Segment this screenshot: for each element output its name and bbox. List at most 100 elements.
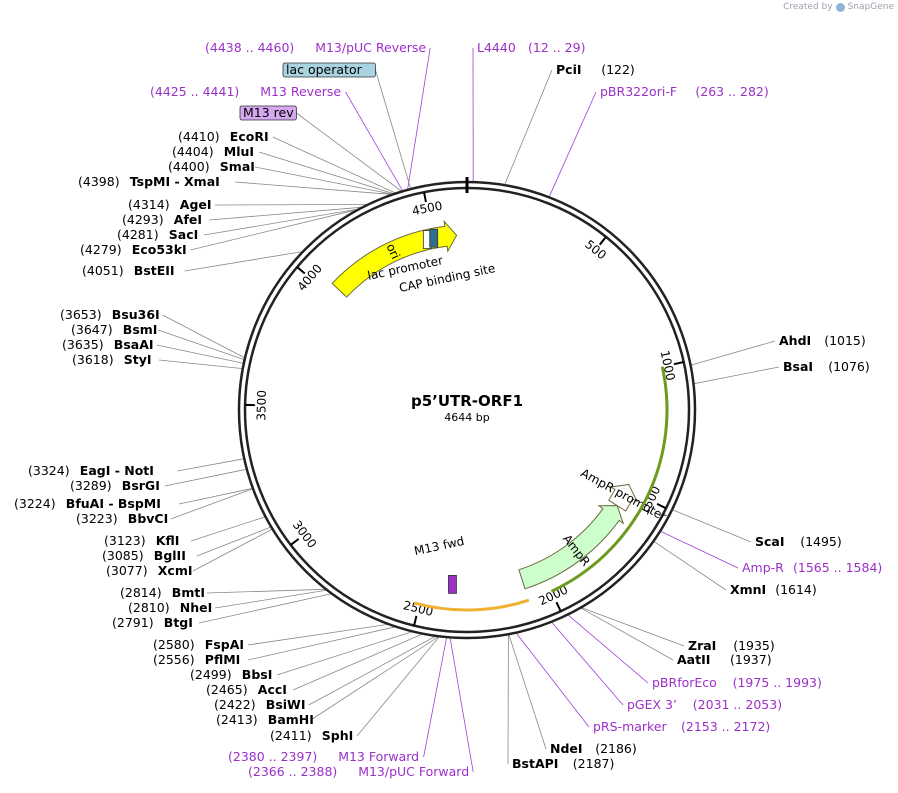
- site-zrai[interactable]: ZraI(1935): [688, 638, 775, 653]
- site-tspmi-xmai[interactable]: (4398)TspMI - XmaI: [78, 174, 220, 189]
- site-xcmi-name: XcmI: [158, 563, 193, 578]
- site-m13-rev[interactable]: M13 rev: [239, 105, 297, 121]
- site-xcmi[interactable]: (3077)XcmI: [106, 563, 193, 578]
- site-m13-puc-forward-position: (2366 .. 2388): [248, 764, 337, 779]
- tick-mark: [555, 601, 562, 612]
- site-labels[interactable]: (4438 .. 4460)M13/pUC Reverse lac operato…: [14, 40, 882, 779]
- site-bsu36i[interactable]: (3653)Bsu36I: [60, 307, 160, 322]
- site-bsu36i-leader: [162, 314, 246, 359]
- site-amp-r-name: Amp-R: [742, 560, 784, 575]
- site-bsai[interactable]: BsaI(1076): [783, 359, 870, 374]
- site-m13-puc-forward[interactable]: (2366 .. 2388) M13/pUC Forward: [248, 764, 469, 779]
- site-bsrgi[interactable]: (3289)BsrGI: [70, 478, 160, 493]
- site-tspmi-xmai-name: TspMI - XmaI: [130, 174, 220, 189]
- site-lac-operator[interactable]: lac operator: [282, 62, 376, 78]
- site-bamhi[interactable]: (2413)BamHI: [216, 712, 314, 727]
- site-ahdi[interactable]: AhdI(1015): [779, 333, 866, 348]
- site-xmni[interactable]: XmnI(1614): [730, 582, 817, 597]
- feature-ampr-promoter[interactable]: [608, 483, 639, 512]
- site-fspai-position: (2580): [153, 637, 195, 652]
- site-ecori[interactable]: (4410)EcoRI: [178, 129, 269, 144]
- site-nhei[interactable]: (2810)NheI: [128, 600, 212, 615]
- site-bbsi-name: BbsI: [242, 667, 273, 682]
- site-pbr322ori-f-leader: [548, 91, 597, 198]
- site-ndei[interactable]: NdeI(2186): [550, 741, 637, 756]
- site-m13-puc-reverse-leader: [407, 47, 431, 190]
- feature-m13-fwd[interactable]: [448, 574, 457, 594]
- tick-label: 1000: [658, 349, 678, 382]
- site-prs-marker-name: pRS-marker: [593, 719, 668, 734]
- site-afei-leader: [208, 206, 363, 221]
- site-pbrforeco-leader: [567, 614, 649, 684]
- site-bsiwi[interactable]: (2422)BsiWI: [214, 697, 306, 712]
- site-pbrforeco[interactable]: pBRforEco(1975 .. 1993): [652, 675, 822, 690]
- site-bbsi-position: (2499): [190, 667, 232, 682]
- site-bfuai-bspmi-name: BfuAI - BspMI: [66, 496, 161, 511]
- site-ecori-position: (4410): [178, 129, 220, 144]
- site-scai-name: ScaI: [755, 534, 785, 549]
- site-saci[interactable]: (4281)SacI: [117, 227, 198, 242]
- site-m13-reverse[interactable]: (4425 .. 4441)M13 Reverse: [150, 84, 341, 99]
- site-pflmi[interactable]: (2556)PflMI: [153, 652, 240, 667]
- site-ndei-position: (2186): [595, 741, 637, 756]
- site-amp-r[interactable]: Amp-R(1565 .. 1584): [742, 560, 882, 575]
- site-bsmi-name: BsmI: [123, 322, 158, 337]
- site-sphi[interactable]: (2411)SphI: [270, 728, 353, 743]
- site-bmti[interactable]: (2814)BmtI: [120, 585, 205, 600]
- site-m13-puc-forward-name: M13/pUC Forward: [358, 764, 469, 779]
- site-bsteii[interactable]: (4051)BstEII: [82, 263, 175, 278]
- site-agei[interactable]: (4314)AgeI: [128, 197, 212, 212]
- site-bstapi[interactable]: BstAPI(2187): [512, 756, 614, 771]
- site-eco53ki[interactable]: (4279)Eco53kI: [80, 242, 187, 257]
- site-eco53ki-name: Eco53kI: [132, 242, 187, 257]
- site-zrai-name: ZraI: [688, 638, 716, 653]
- site-bamhi-name: BamHI: [268, 712, 314, 727]
- site-bsiwi-name: BsiWI: [266, 697, 306, 712]
- site-ahdi-position: (1015): [824, 333, 866, 348]
- site-bbvci[interactable]: (3223)BbvCI: [76, 511, 168, 526]
- site-acci[interactable]: (2465)AccI: [206, 682, 287, 697]
- site-fspai[interactable]: (2580) FspAI: [153, 637, 244, 652]
- site-pgex3[interactable]: pGEX 3’(2031 .. 2053): [627, 697, 782, 712]
- tick-mark: [598, 236, 607, 246]
- tick-label: 500: [582, 237, 609, 262]
- site-smai-name: SmaI: [220, 159, 255, 174]
- site-bbvci-position: (3223): [76, 511, 118, 526]
- site-smai[interactable]: (4400)SmaI: [168, 159, 255, 174]
- site-bsrgi-leader: [164, 468, 247, 487]
- site-l4440[interactable]: L4440(12 .. 29): [477, 40, 585, 55]
- feature-cap-site[interactable]: [429, 228, 439, 248]
- site-aatii[interactable]: AatII(1937): [677, 652, 772, 667]
- site-bsu36i-position: (3653): [60, 307, 102, 322]
- site-mlui-name: MluI: [224, 144, 254, 159]
- site-kfli[interactable]: (3123)KflI: [104, 533, 179, 548]
- site-mlui[interactable]: (4404)MluI: [172, 144, 254, 159]
- site-bglii[interactable]: (3085)BglII: [102, 548, 186, 563]
- site-fspai-leader: [247, 623, 390, 646]
- site-btgi[interactable]: (2791)BtgI: [112, 615, 193, 630]
- site-bsmi[interactable]: (3647)BsmI: [71, 322, 157, 337]
- site-bbsi[interactable]: (2499) BbsI: [190, 667, 272, 682]
- site-aatii-leader: [580, 607, 674, 661]
- site-fspai-name: FspAI: [205, 637, 244, 652]
- site-eagi-noti-position: (3324): [28, 463, 70, 478]
- outer-arc-orf1[interactable]: [413, 598, 530, 612]
- site-ndei-leader: [508, 634, 547, 750]
- site-styi[interactable]: (3618)StyI: [72, 352, 152, 367]
- site-pcii[interactable]: PciI(122): [556, 62, 635, 77]
- site-afei[interactable]: (4293)AfeI: [122, 212, 202, 227]
- site-m13-puc-reverse[interactable]: (4438 .. 4460)M13/pUC Reverse: [205, 40, 426, 55]
- site-eagi-noti[interactable]: (3324)EagI - NotI: [28, 463, 154, 478]
- site-scai[interactable]: ScaI(1495): [755, 534, 842, 549]
- site-bsaai[interactable]: (3635)BsaAI: [62, 337, 154, 352]
- site-bfuai-bspmi[interactable]: (3224)BfuAI - BspMI: [14, 496, 161, 511]
- site-prs-marker[interactable]: pRS-marker(2153 .. 2172): [593, 719, 770, 734]
- outer-arc-bla-orf[interactable]: [550, 366, 669, 593]
- site-styi-leader: [158, 359, 243, 369]
- site-m13-forward[interactable]: (2380 .. 2397)M13 Forward: [228, 749, 419, 764]
- tick-mark: [673, 361, 684, 366]
- feature-m13-fwd-label: M13 fwd: [413, 534, 466, 558]
- site-bfuai-bspmi-leader: [178, 487, 253, 505]
- site-bsteii-position: (4051): [82, 263, 124, 278]
- site-pbr322ori-f[interactable]: pBR322ori-F(263 .. 282): [600, 84, 769, 99]
